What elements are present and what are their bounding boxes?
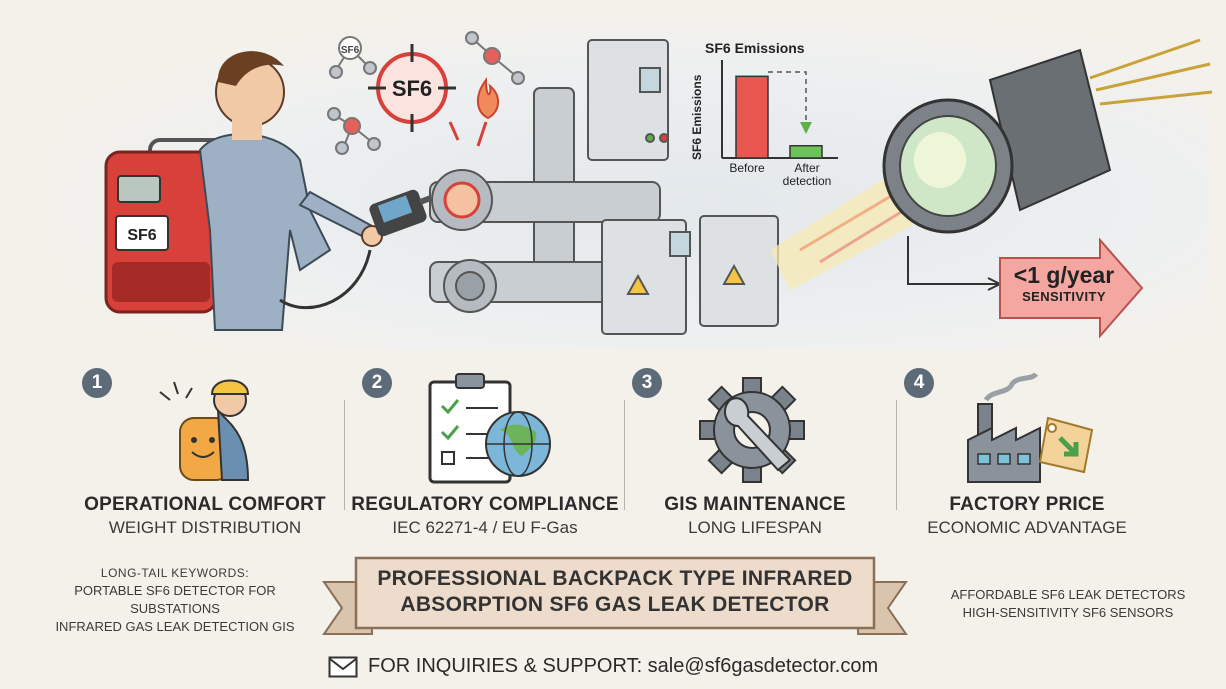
infrared-sensor-icon (882, 38, 1213, 234)
chart-category-label-after: After detection (782, 161, 832, 188)
feature-subtitle: LONG LIFESPAN (688, 518, 822, 537)
feature-title: REGULATORY COMPLIANCE (351, 494, 619, 515)
worker-backpack-icon (159, 379, 250, 481)
feature-operational-comfort: 1 OPERATIONAL COMFORT WEIGHT DISTRIBUTIO… (70, 360, 340, 550)
chart-bar-1 (735, 75, 769, 159)
feature-title: FACTORY PRICE (949, 494, 1105, 515)
svg-text:SF6: SF6 (341, 45, 360, 56)
checklist-globe-icon (428, 373, 551, 484)
sensitivity-arrow (907, 236, 1144, 339)
divider (624, 400, 625, 510)
chart-category-label-before: Before (729, 161, 765, 175)
hero-scene: SF6 SF6 SF6 (104, 31, 1213, 339)
molecule-icon (327, 31, 525, 155)
factory-price-tag-icon (967, 372, 1094, 483)
feature-subtitle: IEC 62271-4 / EU F-Gas (392, 518, 578, 537)
feature-subtitle: WEIGHT DISTRIBUTION (108, 518, 302, 537)
keywords-right: AFFORDABLE SF6 LEAK DETECTORS HIGH-SENSI… (948, 586, 1188, 622)
banner-line-2: ABSORPTION SF6 GAS LEAK DETECTOR (400, 593, 830, 616)
keyword-line: HIGH-SENSITIVITY SF6 SENSORS (962, 605, 1174, 620)
feature-title: GIS MAINTENANCE (664, 494, 846, 515)
sensitivity-value: <1 g/year (1013, 262, 1115, 288)
chart-y-axis-label: SF6 Emissions (690, 74, 704, 160)
backpack-label: SF6 (127, 227, 156, 244)
chart-bar-2 (789, 145, 823, 159)
divider (344, 400, 345, 510)
emissions-chart (721, 60, 838, 159)
keyword-line: PORTABLE SF6 DETECTOR FOR SUBSTATIONS (74, 583, 276, 616)
feature-number: 4 (904, 368, 934, 398)
feature-number: 2 (362, 368, 392, 398)
contact-text[interactable]: FOR INQUIRIES & SUPPORT: sale@sf6gasdete… (368, 655, 879, 677)
contact-line[interactable]: FOR INQUIRIES & SUPPORT: sale@sf6gasdete… (328, 654, 928, 682)
banner-line-1: PROFESSIONAL BACKPACK TYPE INFRARED (377, 567, 853, 590)
feature-subtitle: ECONOMIC ADVANTAGE (927, 518, 1127, 537)
sensitivity-caption: SENSITIVITY (1022, 289, 1106, 304)
keyword-line: INFRARED GAS LEAK DETECTION GIS (55, 619, 295, 634)
feature-number: 3 (632, 368, 662, 398)
title-banner (322, 556, 908, 635)
divider (896, 400, 897, 510)
crosshair-target-icon: SF6 (368, 44, 456, 132)
technician-figure (198, 51, 383, 331)
gis-switchgear (429, 39, 779, 335)
feature-regulatory-compliance: 2 REGULATORY COMPLIANCE IEC 62271-4 / EU… (350, 360, 620, 550)
gear-wrench-icon (699, 377, 805, 483)
feature-gis-maintenance: 3 GIS MAINTENANCE LONG LIFESPAN (620, 360, 890, 550)
feature-factory-price: 4 FACTORY PRICE ECONOMIC ADVANTAGE (892, 360, 1162, 550)
chart-title: SF6 Emissions (705, 40, 805, 56)
feature-number: 1 (82, 368, 112, 398)
sensitivity-label: <1 g/year SENSITIVITY (1004, 262, 1124, 304)
banner-title: PROFESSIONAL BACKPACK TYPE INFRARED ABSO… (360, 566, 870, 618)
keywords-heading: LONG-TAIL KEYWORDS: (100, 566, 250, 580)
feature-title: OPERATIONAL COMFORT (84, 494, 326, 515)
chemical-label: SF6 (392, 76, 432, 101)
flame-icon (477, 76, 499, 120)
keywords-left: LONG-TAIL KEYWORDS: PORTABLE SF6 DETECTO… (30, 564, 320, 636)
keyword-line: AFFORDABLE SF6 LEAK DETECTORS (950, 587, 1186, 602)
mail-icon (328, 656, 358, 678)
